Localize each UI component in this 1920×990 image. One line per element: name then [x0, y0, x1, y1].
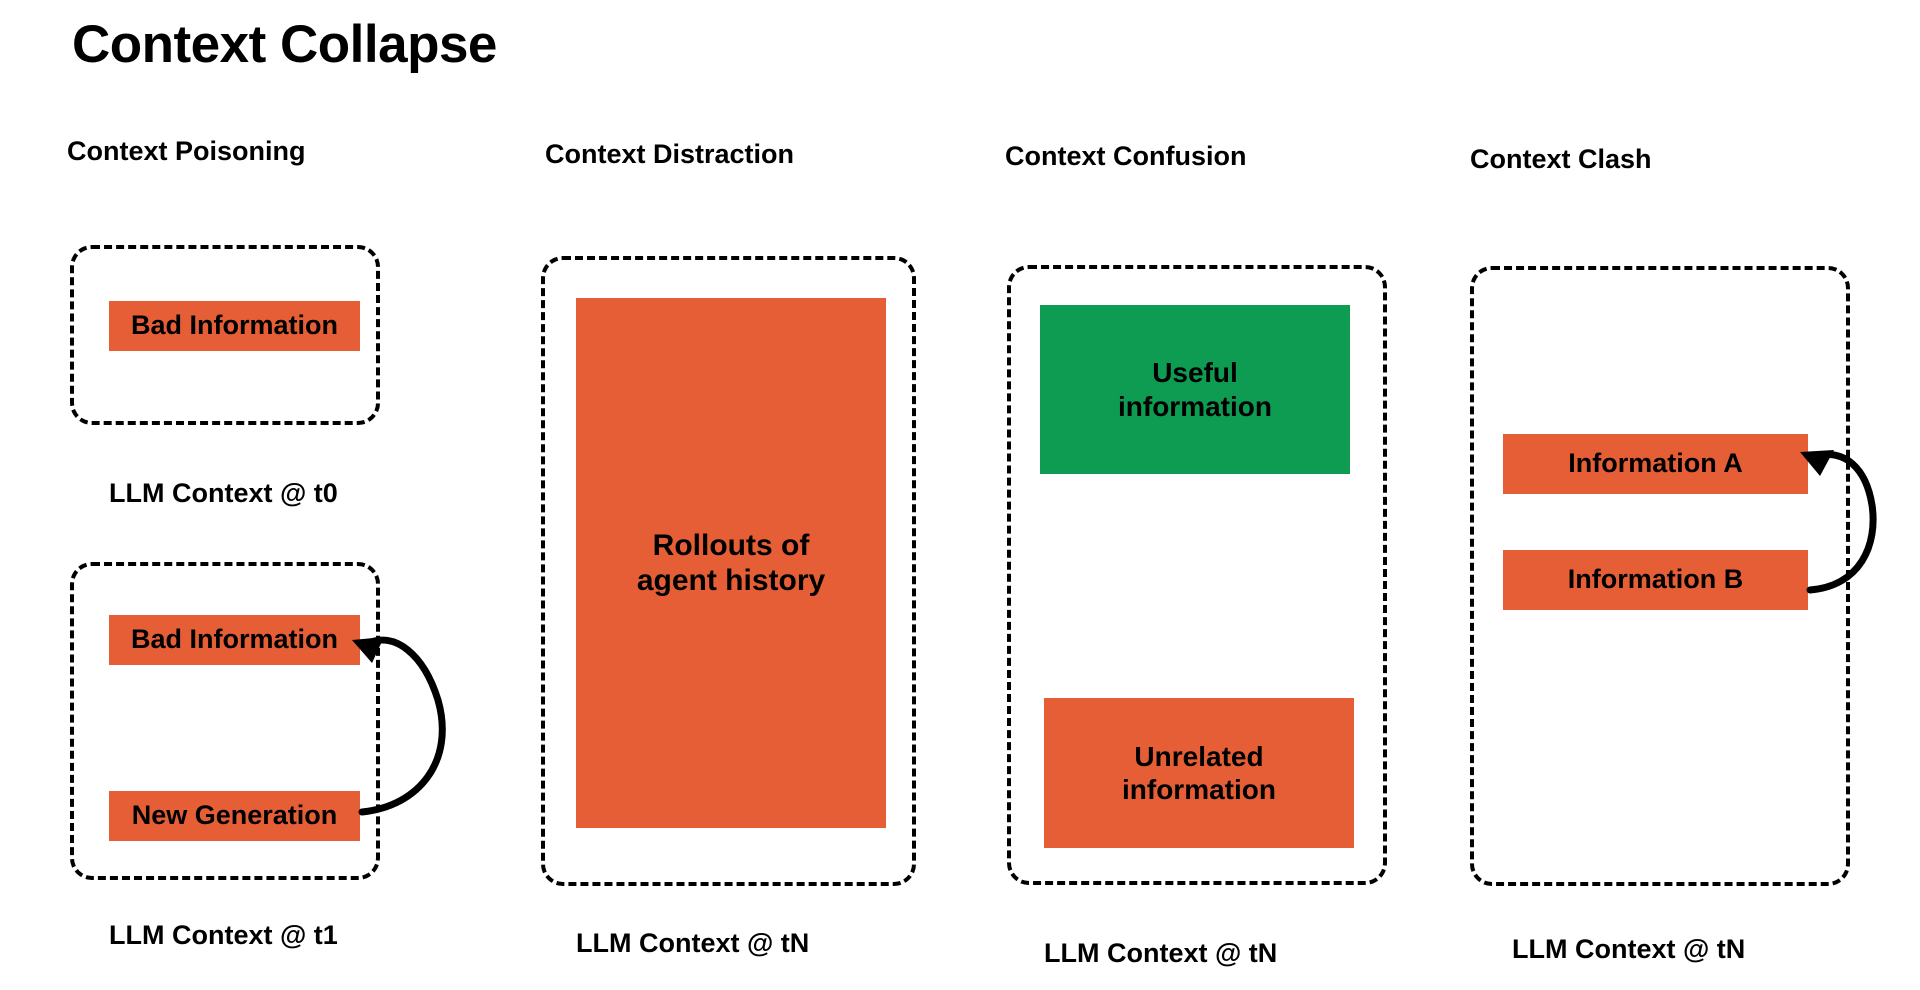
caption-poisoning-t0: LLM Context @ t0 [109, 478, 338, 508]
chip-bad-information-t0: Bad Information [109, 301, 360, 351]
column-heading-context-distraction: Context Distraction [545, 139, 795, 169]
chip-information-a: Information A [1503, 434, 1808, 494]
caption-distraction-tn: LLM Context @ tN [576, 928, 810, 958]
page-title: Context Collapse [72, 15, 497, 74]
chip-information-b: Information B [1503, 550, 1808, 610]
caption-confusion-tn: LLM Context @ tN [1044, 938, 1278, 968]
column-heading-context-confusion: Context Confusion [1005, 141, 1247, 171]
column-heading-context-clash: Context Clash [1470, 144, 1652, 174]
chip-rollouts-of-agent-history: Rollouts of agent history [576, 298, 886, 828]
context-box-poisoning-t0 [70, 245, 380, 425]
chip-useful-information: Useful information [1040, 305, 1350, 474]
chip-unrelated-information: Unrelated information [1044, 698, 1354, 848]
column-heading-context-poisoning: Context Poisoning [67, 136, 306, 166]
caption-clash-tn: LLM Context @ tN [1512, 934, 1746, 964]
chip-bad-information-t1: Bad Information [109, 615, 360, 665]
context-box-confusion-tn [1007, 265, 1387, 885]
chip-new-generation: New Generation [109, 791, 360, 841]
caption-poisoning-t1: LLM Context @ t1 [109, 920, 338, 950]
context-box-distraction-tn [541, 256, 916, 886]
